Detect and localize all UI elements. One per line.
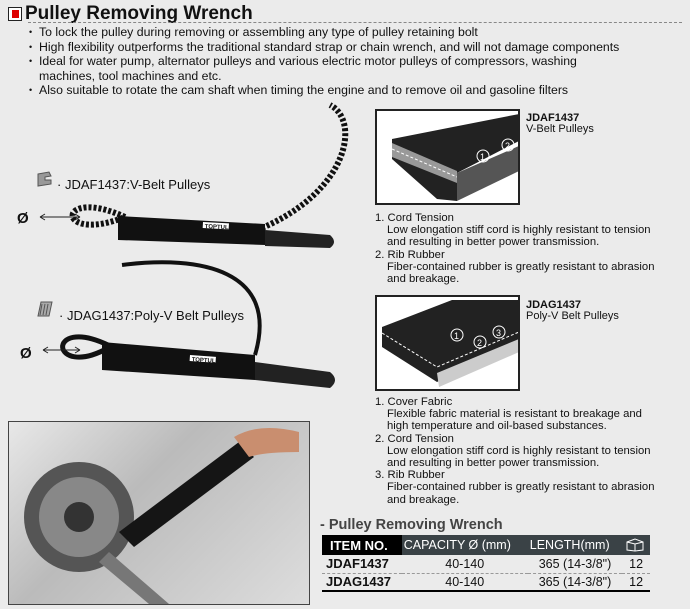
diameter-symbol: Ø <box>17 210 29 227</box>
box-icon <box>626 537 644 552</box>
svg-text:3: 3 <box>496 328 501 338</box>
svg-text:1: 1 <box>454 331 459 341</box>
title-divider <box>28 22 682 23</box>
svg-text:TOPTUL: TOPTUL <box>191 357 216 365</box>
table-row: JDAG1437 40-140 365 (14-3/8") 12 <box>322 573 650 592</box>
v-belt-cross-section-image: 1 2 <box>375 109 520 205</box>
title-marker-icon <box>8 7 22 21</box>
col-header-item: ITEM NO. <box>322 535 402 555</box>
belt-code: JDAG1437 <box>526 299 582 311</box>
feature-item: High flexibility outperforms the traditi… <box>28 40 688 55</box>
diameter-symbol: Ø <box>20 345 32 362</box>
page-title: Pulley Removing Wrench <box>8 3 253 25</box>
belt-type: Poly-V Belt Pulleys <box>526 310 619 322</box>
feature-item: Also suitable to rotate the cam shaft wh… <box>28 83 688 98</box>
belt-code: JDAF1437 <box>526 112 580 124</box>
wrench-products-image: TOPTUL TOPTUL <box>39 102 349 388</box>
svg-text:2: 2 <box>477 338 482 348</box>
diameter-arrow-icon <box>39 213 81 221</box>
col-header-qty <box>622 535 650 555</box>
svg-text:1: 1 <box>480 152 485 162</box>
v-belt-icon <box>37 171 52 187</box>
col-header-length: LENGTH(mm) <box>527 535 623 555</box>
brand-logo: TOPTUL <box>205 224 230 231</box>
table-row: JDAF1437 40-140 365 (14-3/8") 12 <box>322 555 650 574</box>
feature-item: To lock the pulley during removing or as… <box>28 25 688 40</box>
svg-text:2: 2 <box>505 141 510 151</box>
product-label-jdaf1437: · JDAF1437:V-Belt Pulleys <box>57 177 211 192</box>
belt-type: V-Belt Pulleys <box>526 123 594 135</box>
belt-features-jdag1437: 1. Cover Fabric Flexible fabric material… <box>375 396 655 506</box>
feature-item: Ideal for water pump, alternator pulleys… <box>28 54 628 83</box>
belt-features-jdaf1437: 1. Cord Tension Low elongation stiff cor… <box>375 212 655 286</box>
poly-v-belt-icon <box>37 301 53 317</box>
spec-table-title: - Pulley Removing Wrench <box>320 517 503 533</box>
poly-v-belt-cross-section-image: 1 2 3 <box>375 295 520 391</box>
product-label-jdag1437: · JDAG1437:Poly-V Belt Pulleys <box>59 308 244 323</box>
col-header-capacity: CAPACITY Ø (mm) <box>401 535 528 555</box>
spec-table: ITEM NO. CAPACITY Ø (mm) LENGTH(mm) JDAF… <box>322 535 650 592</box>
feature-list: To lock the pulley during removing or as… <box>28 25 688 98</box>
usage-photo <box>8 421 310 605</box>
